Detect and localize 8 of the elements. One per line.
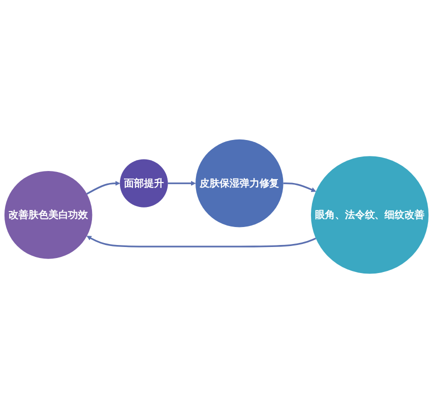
node-circle: 眼角、法令纹、细纹改善 bbox=[310, 156, 429, 274]
node-circle: 皮肤保湿弹力修复 bbox=[196, 140, 284, 228]
node-circle: 面部提升 bbox=[120, 160, 168, 208]
arrow bbox=[168, 181, 196, 186]
arrow bbox=[283, 182, 316, 192]
arrow bbox=[86, 181, 120, 195]
node-circle: 改善肤色美白功效 bbox=[4, 171, 92, 260]
arrow bbox=[86, 236, 316, 248]
